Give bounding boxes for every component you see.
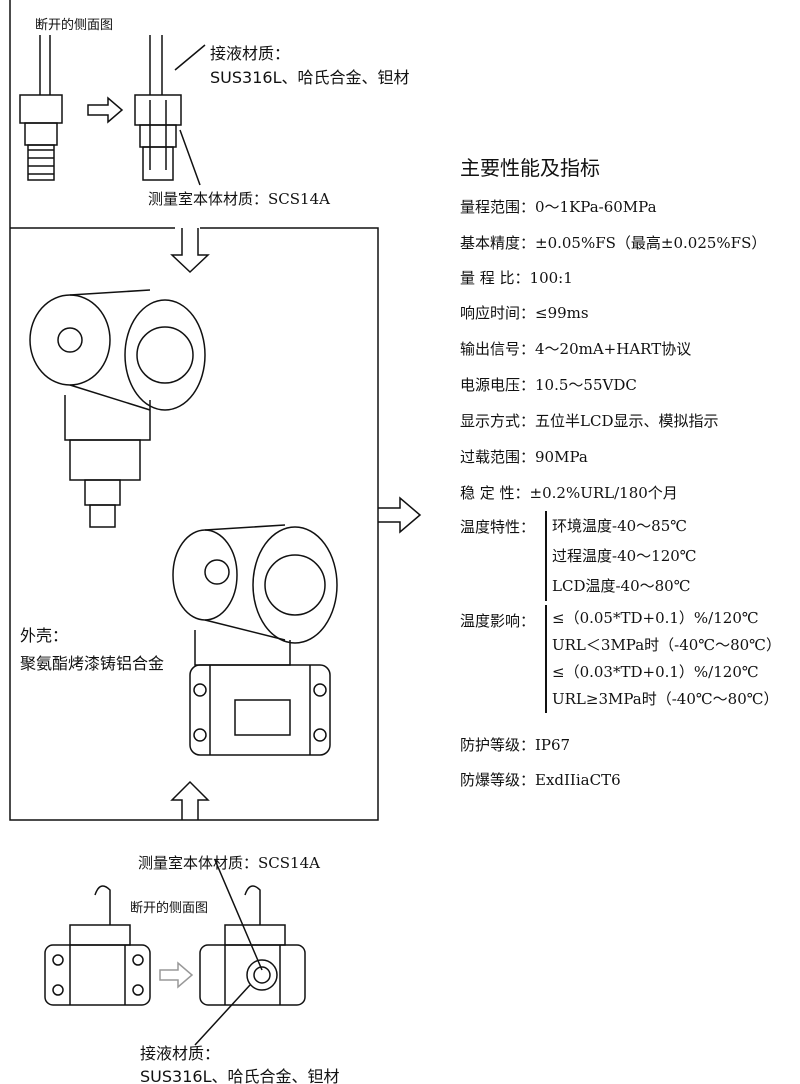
temp-char-list: 环境温度-40～85℃ 过程温度-40～120℃ LCD温度-40～80℃ bbox=[545, 511, 697, 601]
temp-effect-item: URL＜3MPa时（-40℃～80℃） bbox=[552, 636, 781, 654]
bottom-wetted-value: SUS316L、哈氏合金、钽材 bbox=[140, 1067, 340, 1084]
chamber-material: 测量室本体材质：SCS14A bbox=[148, 190, 330, 208]
temp-effect-item: ≤（0.05*TD+0.1）%/120℃ bbox=[552, 609, 759, 627]
housing-title: 外壳： bbox=[20, 626, 69, 645]
section-view-label: 断开的侧面图 bbox=[35, 18, 114, 33]
dp-sensor-drawing-section bbox=[194, 859, 306, 1046]
spec-range: 量程范围：0～1KPa-60MPa bbox=[460, 198, 657, 216]
up-arrow-icon bbox=[170, 780, 210, 820]
spec-explosion: 防爆等级：ExdIIiaCT6 bbox=[460, 771, 621, 789]
temp-effect-list: ≤（0.05*TD+0.1）%/120℃ URL＜3MPa时（-40℃～80℃）… bbox=[545, 605, 781, 713]
spec-turndown: 量 程 比：100:1 bbox=[460, 269, 573, 287]
down-arrow-icon bbox=[170, 228, 210, 274]
bottom-wetted-title: 接液材质： bbox=[140, 1044, 221, 1063]
section-arrow-icon bbox=[159, 961, 194, 989]
right-arrow-icon bbox=[378, 496, 422, 534]
section-arrow-icon bbox=[87, 96, 124, 124]
temp-char-item: LCD温度-40～80℃ bbox=[552, 577, 691, 595]
temp-effect-label: 温度影响： bbox=[460, 612, 536, 630]
spec-display: 显示方式：五位半LCD显示、模拟指示 bbox=[460, 412, 719, 430]
transmitter-gauge-drawing bbox=[29, 289, 206, 528]
housing-value: 聚氨酯烤漆铸铝合金 bbox=[20, 654, 165, 673]
spec-protection: 防护等级：IP67 bbox=[460, 736, 571, 754]
bottom-chamber-material: 测量室本体材质：SCS14A bbox=[138, 854, 320, 872]
spec-response: 响应时间：≤99ms bbox=[460, 304, 589, 322]
spec-accuracy: 基本精度：±0.05%FS（最高±0.025%FS） bbox=[460, 234, 767, 252]
temp-char-item: 过程温度-40～120℃ bbox=[552, 547, 697, 565]
frame-lines bbox=[9, 0, 379, 821]
sensor-drawing-full bbox=[19, 35, 63, 181]
temp-char-label: 温度特性： bbox=[460, 518, 536, 536]
wetted-material-value: SUS316L、哈氏合金、钽材 bbox=[210, 68, 410, 87]
temp-char-item: 环境温度-40～85℃ bbox=[552, 517, 688, 535]
spec-stability: 稳 定 性：±0.2%URL/180个月 bbox=[460, 484, 678, 502]
transmitter-differential-drawing bbox=[172, 524, 338, 756]
specs-title: 主要性能及指标 bbox=[460, 156, 600, 180]
spec-power: 电源电压：10.5～55VDC bbox=[460, 376, 637, 394]
sensor-drawing-section bbox=[134, 35, 206, 186]
temp-effect-item: ≤（0.03*TD+0.1）%/120℃ bbox=[552, 663, 759, 681]
spec-output: 输出信号：4～20mA+HART协议 bbox=[460, 340, 692, 358]
temp-effect-item: URL≥3MPa时（-40℃～80℃） bbox=[552, 690, 779, 708]
wetted-material-title: 接液材质： bbox=[210, 44, 291, 63]
spec-overload: 过载范围：90MPa bbox=[460, 448, 588, 466]
bottom-section-view-label: 断开的侧面图 bbox=[130, 901, 209, 916]
dp-sensor-drawing-full bbox=[44, 885, 151, 1006]
